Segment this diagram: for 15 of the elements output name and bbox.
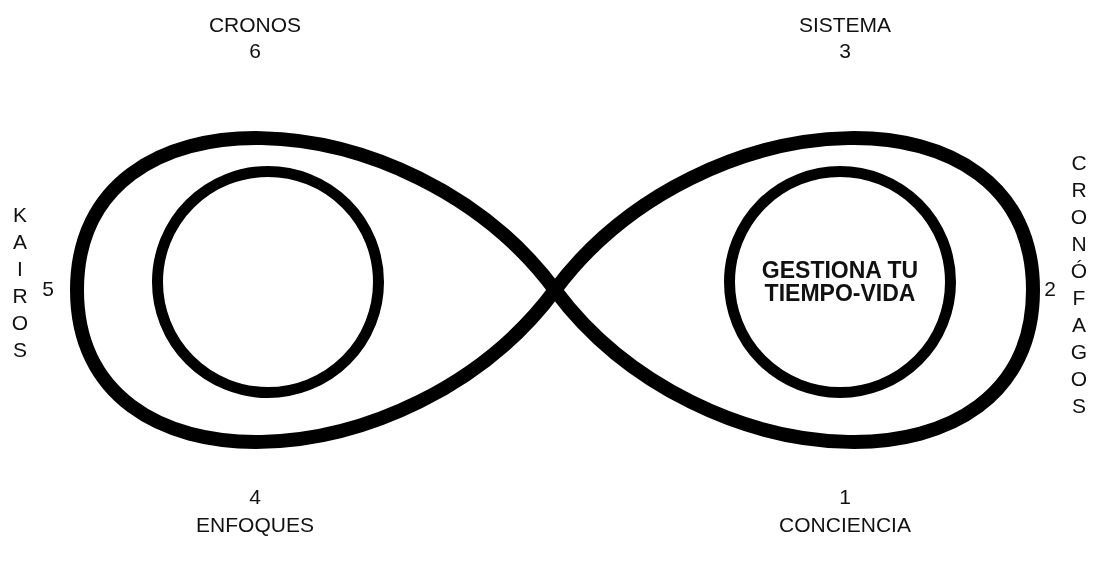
stage-name: SISTEMA xyxy=(798,13,892,35)
circle-node xyxy=(152,166,384,398)
stage-number: 6 xyxy=(249,39,261,61)
stage-name: KAIROS xyxy=(9,203,31,365)
stage-name: ENFOQUES xyxy=(196,513,314,535)
stage-name: CRONOS xyxy=(208,13,302,35)
stage-number: 4 xyxy=(249,485,261,507)
stage-number: 1 xyxy=(839,485,851,507)
stage-number: 2 xyxy=(1044,277,1056,299)
node-title: GESTIONA TU TIEMPO-VIDA xyxy=(760,259,920,305)
stage-name: CRONÓFAGOS xyxy=(1068,151,1090,421)
circle-node xyxy=(724,166,956,398)
stage-number: 5 xyxy=(42,277,54,299)
stage-number: 3 xyxy=(839,39,851,61)
stage-name: CONCIENCIA xyxy=(779,513,911,535)
